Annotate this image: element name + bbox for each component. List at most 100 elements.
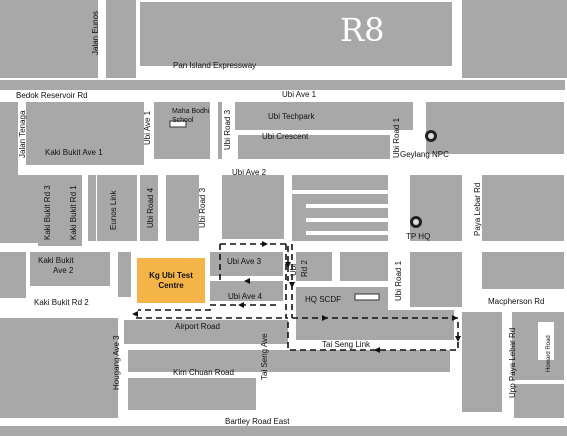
label-paya-lebar-rd: Paya Lebar Rd [473,182,482,236]
route-arrow [132,311,138,317]
city-block [410,175,462,241]
city-block [97,175,137,241]
city-block [88,175,96,241]
city-block [154,102,210,159]
label-ubi-rd-2-a: Ubi [289,263,298,276]
route-arrow [244,278,250,284]
route-arrow [262,241,268,247]
label-ubi-rd-2-b: Rd 2 [300,260,309,277]
service-road [306,218,388,222]
city-block [38,175,82,246]
label-tai-seng-link: Tai Seng Link [322,340,371,349]
label-hq-scdf: HQ SCDF [305,295,341,304]
label-pan-island-expressway: Pan Island Expressway [173,61,257,70]
test-centre-line1: Kg Ubi Test [149,270,193,280]
police-badge-icon-center [428,133,434,139]
label-howard-road: Howard Road [546,335,552,372]
city-block [0,102,18,188]
label-bedok-reservoir-rd: Bedok Reservoir Rd [16,91,88,100]
label-geylang-npc: Geylang NPC [400,150,449,159]
city-block [222,175,284,239]
route-arrow [452,315,458,321]
label-kaki-bukit-rd-3: Kaki Bukit Rd 3 [43,185,52,240]
city-block [218,102,222,159]
city-block [482,252,564,289]
city-block [282,350,450,372]
building-marker [354,293,380,301]
city-block [140,2,452,66]
city-block [482,175,564,241]
label-ubi-techpark: Ubi Techpark [268,112,315,121]
label-ubi-ave-3: Ubi Ave 3 [227,257,262,266]
route-arrow [374,347,380,353]
city-block [166,175,199,241]
label-eunos-link: Eunos Link [109,190,118,230]
service-road [306,204,388,208]
label-ubi-ave-4: Ubi Ave 4 [228,292,263,301]
city-block [128,378,256,410]
city-block [235,102,413,130]
route-arrow [238,302,244,308]
building-marker [169,120,187,128]
label-maha-bodhi-school-1: Maha Bodhi [172,108,210,115]
city-block [340,252,388,281]
city-block [410,252,462,307]
label-macpherson-rd: Macpherson Rd [488,297,545,306]
label-ubi-crescent: Ubi Crescent [262,132,309,141]
label-kaki-bukit-ave-2-line2: Ave 2 [53,266,74,275]
test-centre-block [137,258,205,303]
city-block [0,175,38,243]
city-block [26,102,144,165]
test-route [132,241,461,353]
label-bartley-road-east: Bartley Road East [225,417,290,426]
service-road [388,175,404,187]
label-tp-hq: TP HQ [406,232,431,241]
city-block [0,0,98,78]
label-upp-paya-lebar-rd: Upp Paya Lebar Rd [508,327,517,398]
label-kaki-bukit-ave-1: Kaki Bukit Ave 1 [45,148,103,157]
city-block [118,252,131,297]
route-arrow [455,336,461,342]
city-block [426,102,564,154]
label-ubi-road-4: Ubi Road 4 [146,187,155,228]
label-kaki-bukit-ave-2-line1: Kaki Bukit [38,256,74,265]
city-block [238,135,390,159]
route-title: R8 [340,11,385,49]
city-block [128,350,288,372]
label-ubi-road-3-top: Ubi Road 3 [223,109,232,150]
label-airport-road: Airport Road [175,322,220,331]
route-arrow [322,315,328,321]
label-ubi-road-1-right: Ubi Road 1 [392,117,401,158]
city-block [140,175,158,241]
city-block [106,0,136,78]
service-road [306,231,388,235]
city-block [0,252,26,298]
city-block [210,281,283,301]
label-tai-seng-ave: Tai Seng Ave [260,333,269,380]
city-block [0,426,567,436]
route-arrow [285,262,291,268]
label-ubi-ave-1: Ubi Ave 1 [282,90,317,99]
label-kaki-bukit-rd-2: Kaki Bukit Rd 2 [34,298,89,307]
label-maha-bodhi-school-2: School [172,117,194,124]
city-block [462,312,502,412]
city-block [0,80,565,90]
city-block [462,0,567,78]
police-badge-icon-center [413,219,419,225]
label-hougang-ave-3: Hougang Ave 3 [112,335,121,390]
test-centre-line2: Centre [158,280,184,290]
city-block [30,252,110,286]
service-road [538,322,554,360]
test-centre-label[interactable]: Kg Ubi Test Centre [137,258,205,303]
city-block [514,384,564,418]
label-jalan-tenaga: Jalan Tenaga [18,110,27,158]
city-block [0,318,118,418]
label-ubi-road-3-mid: Ubi Road 3 [198,187,207,228]
map-icons [410,130,437,228]
city-block [124,320,288,344]
city-block [210,252,283,276]
label-ubi-ave-1-vertical: Ubi Ave 1 [143,110,152,145]
city-block [296,252,332,281]
